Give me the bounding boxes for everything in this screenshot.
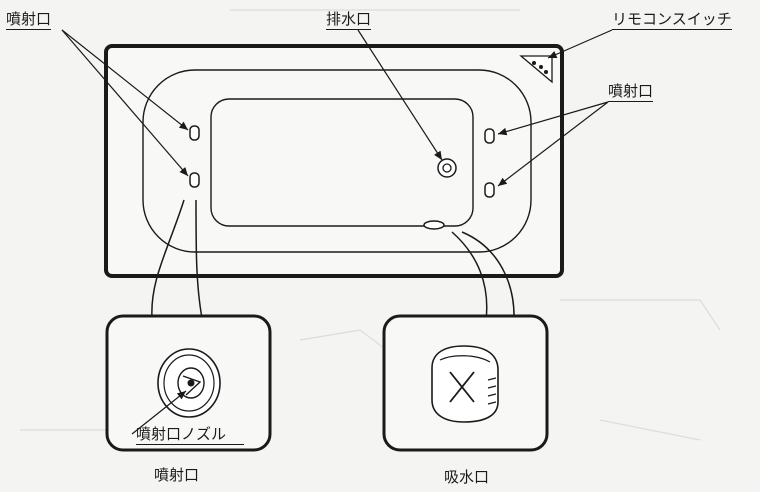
caption-intake: 吸水口	[444, 468, 490, 486]
background-ghost-art	[20, 9, 721, 441]
caption-nozzle: 噴射口	[154, 466, 200, 484]
label-nozzle-detail: 噴射口ノズル	[136, 425, 245, 445]
nozzle-right-lower	[484, 182, 495, 198]
nozzle-detail-drawing	[131, 348, 221, 435]
nozzle-right-upper	[484, 128, 495, 144]
bathtub-basin	[210, 98, 474, 227]
callout-tail-nozzle	[151, 199, 203, 319]
leader-lines	[61, 29, 613, 187]
nozzle-left-lower	[189, 172, 200, 188]
label-drain: 排水口	[326, 10, 372, 30]
drain	[437, 158, 457, 178]
intake-detail-drawing	[431, 345, 499, 423]
remote-switch	[519, 55, 553, 84]
label-nozzle-right: 噴射口	[608, 82, 654, 102]
callout-tail-intake	[451, 231, 515, 321]
water-intake	[423, 220, 445, 230]
label-nozzle-top-left: 噴射口	[6, 10, 52, 30]
label-remote-switch: リモコンスイッチ	[612, 10, 732, 30]
nozzle-left-upper	[189, 125, 200, 141]
bathtub-outer-frame	[104, 44, 564, 278]
